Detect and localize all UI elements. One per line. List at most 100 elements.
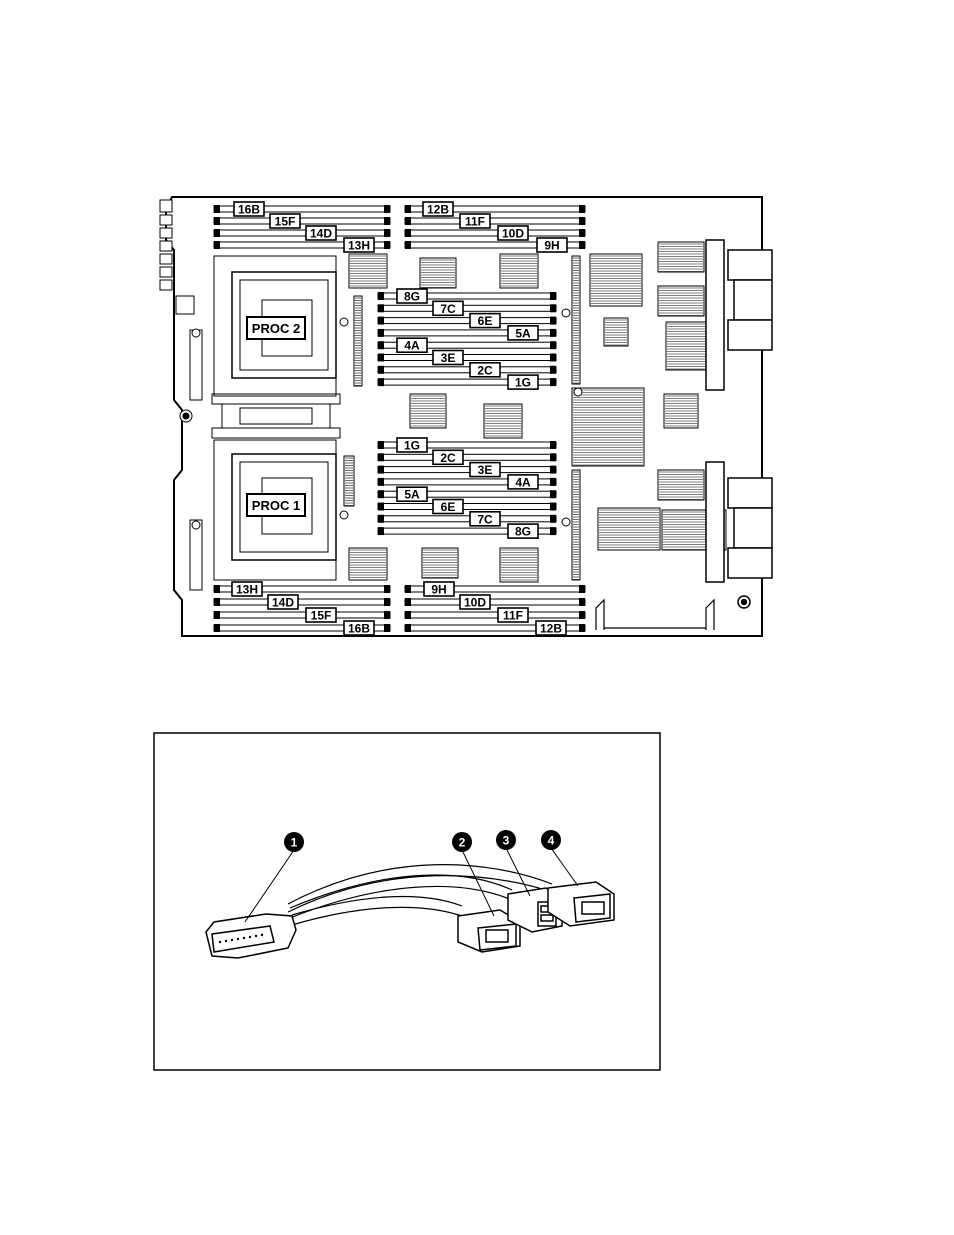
dimm-label: 11F <box>503 609 523 623</box>
processor-2-label: PROC 2 <box>252 321 300 336</box>
dimm-latch <box>579 611 585 619</box>
dimm-slot <box>405 599 585 605</box>
dimm-latch <box>405 624 411 632</box>
dimm-latch <box>378 527 384 535</box>
dimm-latch <box>384 611 390 619</box>
dimm-latch <box>550 453 556 461</box>
dimm-latch <box>378 503 384 511</box>
dimm-latch <box>378 378 384 386</box>
dimm-label: 14D <box>272 596 294 610</box>
dimm-latch <box>384 585 390 593</box>
dimm-slot <box>214 230 390 236</box>
dimm-label: 13H <box>236 583 258 597</box>
dimm-latch <box>550 441 556 449</box>
dimm-label: 6E <box>441 500 456 514</box>
dimm-latch <box>579 217 585 225</box>
dimm-latch <box>579 229 585 237</box>
dimm-label: 10D <box>502 227 524 241</box>
chip <box>604 318 628 346</box>
chip <box>500 548 538 582</box>
dimm-slot <box>378 367 556 373</box>
dimm-latch <box>378 329 384 337</box>
dimm-label: 16B <box>238 203 260 217</box>
dimm-label: 2C <box>440 451 456 465</box>
dimm-label: 4A <box>515 475 531 489</box>
dimm-latch <box>550 490 556 498</box>
dimm-slot <box>378 504 556 510</box>
chip <box>349 254 387 288</box>
dimm-label: 1G <box>404 439 420 453</box>
dimm-latch <box>405 229 411 237</box>
dimm-label: 15F <box>275 215 296 229</box>
chip <box>658 242 704 272</box>
dimm-latch <box>550 341 556 349</box>
dimm-latch <box>378 453 384 461</box>
dimm-slot <box>378 355 556 361</box>
dimm-latch <box>384 229 390 237</box>
cable-bundle <box>288 865 552 925</box>
dimm-label: 16B <box>348 622 370 636</box>
dimm-latch <box>214 598 220 606</box>
mounting-hole <box>574 388 582 396</box>
connector-4 <box>548 882 614 926</box>
dimm-latch <box>550 304 556 312</box>
dimm-latch <box>378 490 384 498</box>
callout-number: 2 <box>459 836 466 850</box>
dimm-label: 3E <box>478 463 493 477</box>
mounting-hole <box>340 511 348 519</box>
connector-1 <box>206 914 296 958</box>
chip <box>658 470 704 500</box>
dimm-latch <box>378 341 384 349</box>
callout-number: 4 <box>548 834 555 848</box>
dimm-label: 3E <box>441 351 456 365</box>
chip <box>500 254 538 288</box>
callout-2: 2 <box>452 832 472 852</box>
dimm-latch <box>405 585 411 593</box>
dimm-label: 13H <box>348 239 370 253</box>
callout-number: 1 <box>291 836 298 850</box>
dimm-latch <box>550 317 556 325</box>
chip <box>590 254 642 306</box>
dimm-latch <box>579 241 585 249</box>
dimm-label: 10D <box>464 596 486 610</box>
dimm-latch <box>378 478 384 486</box>
dimm-latch <box>214 217 220 225</box>
dimm-slot <box>214 218 390 224</box>
dimm-slot <box>378 467 556 473</box>
dimm-latch <box>384 624 390 632</box>
dimm-latch <box>550 515 556 523</box>
dimm-latch <box>550 354 556 362</box>
dimm-label: 8G <box>404 290 420 304</box>
dimm-label: 14D <box>310 227 332 241</box>
dimm-slot <box>378 305 556 311</box>
chip <box>410 394 446 428</box>
dimm-slot <box>214 599 390 605</box>
dimm-latch <box>550 329 556 337</box>
dimm-label: 9H <box>544 239 559 253</box>
dimm-label: 4A <box>404 339 420 353</box>
connector-3 <box>508 888 562 932</box>
dimm-latch <box>579 598 585 606</box>
dimm-label: 7C <box>477 512 493 526</box>
dimm-latch <box>214 241 220 249</box>
dimm-latch <box>214 205 220 213</box>
mounting-hole <box>340 318 348 326</box>
dimm-latch <box>214 229 220 237</box>
mounting-hole <box>192 329 200 337</box>
callout-number: 3 <box>503 834 510 848</box>
chip <box>572 470 580 580</box>
chip <box>354 296 362 386</box>
processor-1-label: PROC 1 <box>252 498 300 513</box>
chip <box>572 256 580 384</box>
dimm-latch <box>378 354 384 362</box>
dimm-slot <box>405 218 585 224</box>
dimm-label: 5A <box>404 488 420 502</box>
chip <box>344 456 354 506</box>
dimm-latch <box>378 366 384 374</box>
dimm-label: 2C <box>477 363 493 377</box>
dimm-slot <box>214 612 390 618</box>
callouts: 1 2 3 4 <box>284 830 561 852</box>
dimm-latch <box>550 378 556 386</box>
mounting-hole <box>562 309 570 317</box>
dimm-label: 8G <box>515 525 531 539</box>
